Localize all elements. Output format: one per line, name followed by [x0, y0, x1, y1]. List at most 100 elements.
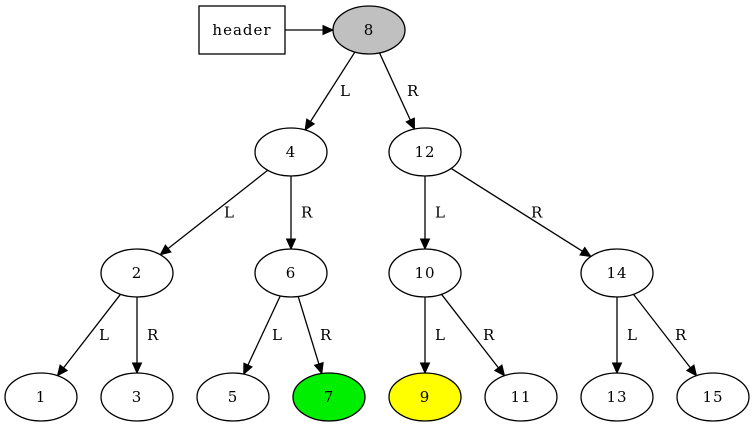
- arrowhead-icon: [611, 362, 623, 375]
- arrowhead-icon: [419, 238, 431, 251]
- edge-label: R: [407, 82, 419, 100]
- tree-node-7: 7: [292, 372, 366, 422]
- arrowhead-icon: [131, 362, 143, 375]
- edge-2-3: R: [131, 297, 159, 375]
- node-label: 8: [364, 21, 375, 39]
- node-label: 5: [228, 388, 239, 406]
- node-label: 7: [324, 388, 335, 406]
- node-ellipse: [580, 372, 654, 422]
- tree-node-1: 1: [4, 372, 78, 422]
- node-ellipse: [100, 372, 174, 422]
- edge-4-2: L: [159, 169, 269, 256]
- tree-node-5: 5: [196, 372, 270, 422]
- node-label: 9: [420, 388, 431, 406]
- edge-line: [378, 52, 411, 121]
- tree-node-4: 4: [254, 127, 328, 177]
- node-label: 15: [702, 388, 723, 406]
- edge-6-7: R: [297, 296, 332, 375]
- arrowhead-icon: [285, 238, 297, 251]
- edge-line: [309, 51, 356, 122]
- node-label: 11: [510, 388, 531, 406]
- tree-node-13: 13: [580, 372, 654, 422]
- node-ellipse: [254, 127, 328, 177]
- node-ellipse: [332, 5, 406, 55]
- arrowhead-icon: [322, 24, 335, 36]
- edge-label: L: [99, 326, 110, 344]
- tree-node-11: 11: [484, 372, 558, 422]
- node-label: 4: [286, 143, 297, 161]
- edge-label: L: [272, 326, 283, 344]
- tree-node-15: 15: [676, 372, 750, 422]
- arrowhead-icon: [579, 246, 592, 258]
- arrowhead-icon: [159, 244, 172, 256]
- tree-node-12: 12: [388, 127, 462, 177]
- edge-6-5: L: [243, 295, 283, 376]
- node-ellipse: [580, 248, 654, 298]
- edge-label: L: [627, 326, 638, 344]
- tree-node-10: 10: [388, 248, 462, 298]
- node-label: 6: [286, 264, 297, 282]
- node-ellipse: [4, 372, 78, 422]
- tree-node-3: 3: [100, 372, 174, 422]
- arrowhead-icon: [419, 362, 431, 375]
- edge-12-14: R: [450, 167, 592, 258]
- header-box-rect: [198, 5, 286, 55]
- node-label: 14: [606, 264, 627, 282]
- edge-line: [167, 169, 269, 250]
- edge-label: R: [301, 204, 313, 222]
- node-ellipse: [254, 248, 328, 298]
- tree-node-9: 9: [388, 372, 462, 422]
- edge-8-4: L: [304, 51, 356, 131]
- edge-label: L: [340, 82, 351, 100]
- tree-node-8: 8: [332, 5, 406, 55]
- edge-2-1: L: [56, 293, 122, 377]
- edge-label: L: [224, 204, 235, 222]
- edge-label: R: [147, 326, 159, 344]
- edge-10-11: R: [440, 293, 506, 377]
- node-label: 2: [132, 264, 143, 282]
- node-ellipse: [388, 248, 462, 298]
- node-label: 10: [414, 264, 435, 282]
- edge-header-8: [285, 24, 335, 36]
- edge-8-12: R: [378, 52, 419, 131]
- edge-line: [440, 293, 499, 369]
- node-label: 3: [132, 388, 143, 406]
- header-box-label: header: [212, 21, 271, 39]
- edge-label: L: [435, 204, 446, 222]
- node-label: 1: [36, 388, 47, 406]
- edge-14-15: R: [632, 293, 698, 377]
- node-ellipse: [292, 372, 366, 422]
- edge-label: R: [320, 326, 332, 344]
- edge-label: L: [435, 326, 446, 344]
- edge-line: [247, 295, 281, 366]
- edge-10-9: L: [419, 297, 446, 375]
- edge-12-10: L: [419, 176, 446, 251]
- tree-node-14: 14: [580, 248, 654, 298]
- arrowhead-icon: [313, 361, 324, 375]
- node-ellipse: [100, 248, 174, 298]
- node-ellipse: [196, 372, 270, 422]
- node-label: 13: [606, 388, 627, 406]
- edge-label: R: [531, 204, 543, 222]
- node-ellipse: [388, 127, 462, 177]
- edge-14-13: L: [611, 297, 638, 375]
- arrowhead-icon: [304, 118, 316, 131]
- arrowhead-icon: [493, 364, 506, 377]
- node-ellipse: [484, 372, 558, 422]
- arrowhead-icon: [56, 364, 69, 377]
- node-label: 12: [414, 143, 435, 161]
- arrowhead-icon: [685, 364, 698, 377]
- edge-label: R: [483, 326, 495, 344]
- node-ellipse: [388, 372, 462, 422]
- edge-4-6: R: [285, 176, 313, 251]
- edge-line: [632, 293, 691, 369]
- edge-line: [450, 167, 583, 252]
- tree-node-6: 6: [254, 248, 328, 298]
- edge-line: [63, 293, 122, 369]
- edge-line: [297, 296, 320, 365]
- arrowhead-icon: [243, 362, 253, 376]
- tree-node-2: 2: [100, 248, 174, 298]
- arrowhead-icon: [405, 117, 415, 131]
